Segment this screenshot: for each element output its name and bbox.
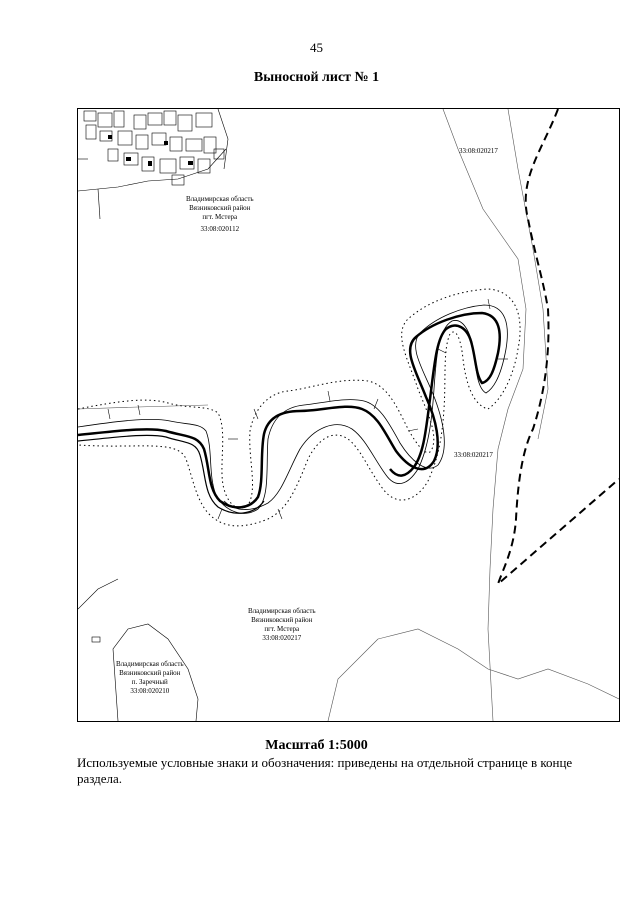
south-cadastre: 33:08:020217 [262,634,302,642]
ne-cadastre-label: 33:08:020217 [459,147,498,155]
east-cadastre-label: 33:08:020217 [454,451,493,459]
north-region: Владимирская область [186,195,254,203]
water-protection-zone-outer [78,288,521,527]
boundary-lines [78,109,619,721]
cadastral-map: Владимирская область Вязниковский район … [77,108,620,722]
page-number: 45 [310,40,323,55]
sw-region: Владимирская область [116,660,184,668]
sw-district: Вязниковский район [119,669,181,677]
map-drawing [78,109,619,721]
dashed-boundary [495,109,619,588]
sw-cadastre: 33:08:020210 [130,687,170,695]
river-channel [78,311,501,509]
map-scale: Масштаб 1:5000 [265,738,368,753]
parcel-lines [78,109,229,220]
sw-parcels [78,578,199,721]
coastal-strip [78,304,508,514]
river-channel-bank [78,434,265,514]
filled-buildings [108,135,193,166]
parcel-blocks [83,110,225,186]
north-parcel-label: Владимирская область Вязниковский район … [186,195,254,234]
south-district: Вязниковский район [251,616,313,624]
south-region: Владимирская область [248,607,316,615]
sw-settlement: п. Заречный [131,678,168,686]
north-district: Вязниковский район [189,204,251,212]
legend-note: Используемые условные знаки и обозначени… [77,755,573,786]
north-cadastre: 33:08:020112 [200,225,240,233]
sheet-title: Выносной лист № 1 [253,70,380,85]
north-settlement: пгт. Мстера [202,213,238,221]
contour-ticks [107,298,508,520]
south-parcel-label: Владимирская область Вязниковский район … [248,607,316,643]
south-settlement: пгт. Мстера [264,625,300,633]
sw-parcel-label: Владимирская область Вязниковский район … [116,660,184,696]
